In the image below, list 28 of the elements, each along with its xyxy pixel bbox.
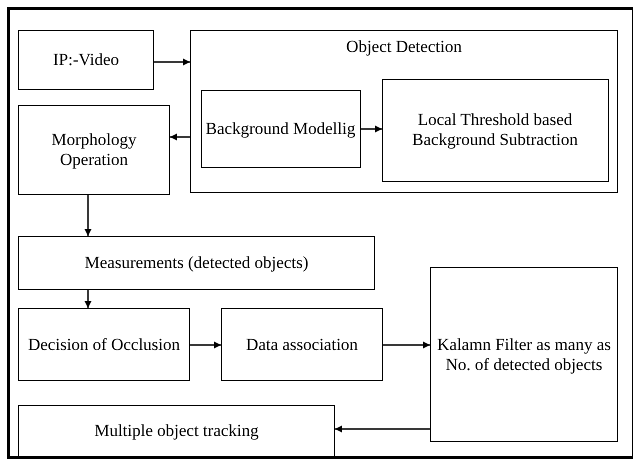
arrow (154, 58, 190, 66)
box-label: Object Detection (346, 37, 462, 57)
arrow (170, 134, 190, 140)
arrow (361, 126, 382, 132)
process-box (18, 236, 375, 290)
group-box (190, 30, 618, 193)
process-box (18, 308, 190, 381)
arrow (190, 342, 221, 348)
box-label: IP:-Video (52, 50, 120, 70)
arrow (383, 342, 430, 348)
box-label: Decision of Occlusion (28, 334, 180, 354)
arrow (84, 290, 92, 308)
process-box (382, 78, 608, 182)
process-box (18, 105, 170, 195)
arrow (335, 426, 430, 432)
box-label: Multiple object tracking (94, 421, 259, 441)
arrow (84, 195, 92, 236)
box-label: Measurements (detected objects) (84, 253, 308, 273)
process-box (18, 405, 335, 457)
process-box (221, 308, 383, 381)
process-box (200, 90, 360, 168)
box-label: Kalamn Filter as many as No. of detected objects (436, 334, 612, 374)
process-box (18, 30, 154, 90)
process-box (430, 267, 618, 442)
box-label: Background Modellig (206, 118, 356, 138)
box-label: Data association (246, 334, 358, 354)
box-label: Local Threshold based Background Subtraction (411, 110, 579, 150)
box-label: Morphology Operation (50, 130, 138, 170)
